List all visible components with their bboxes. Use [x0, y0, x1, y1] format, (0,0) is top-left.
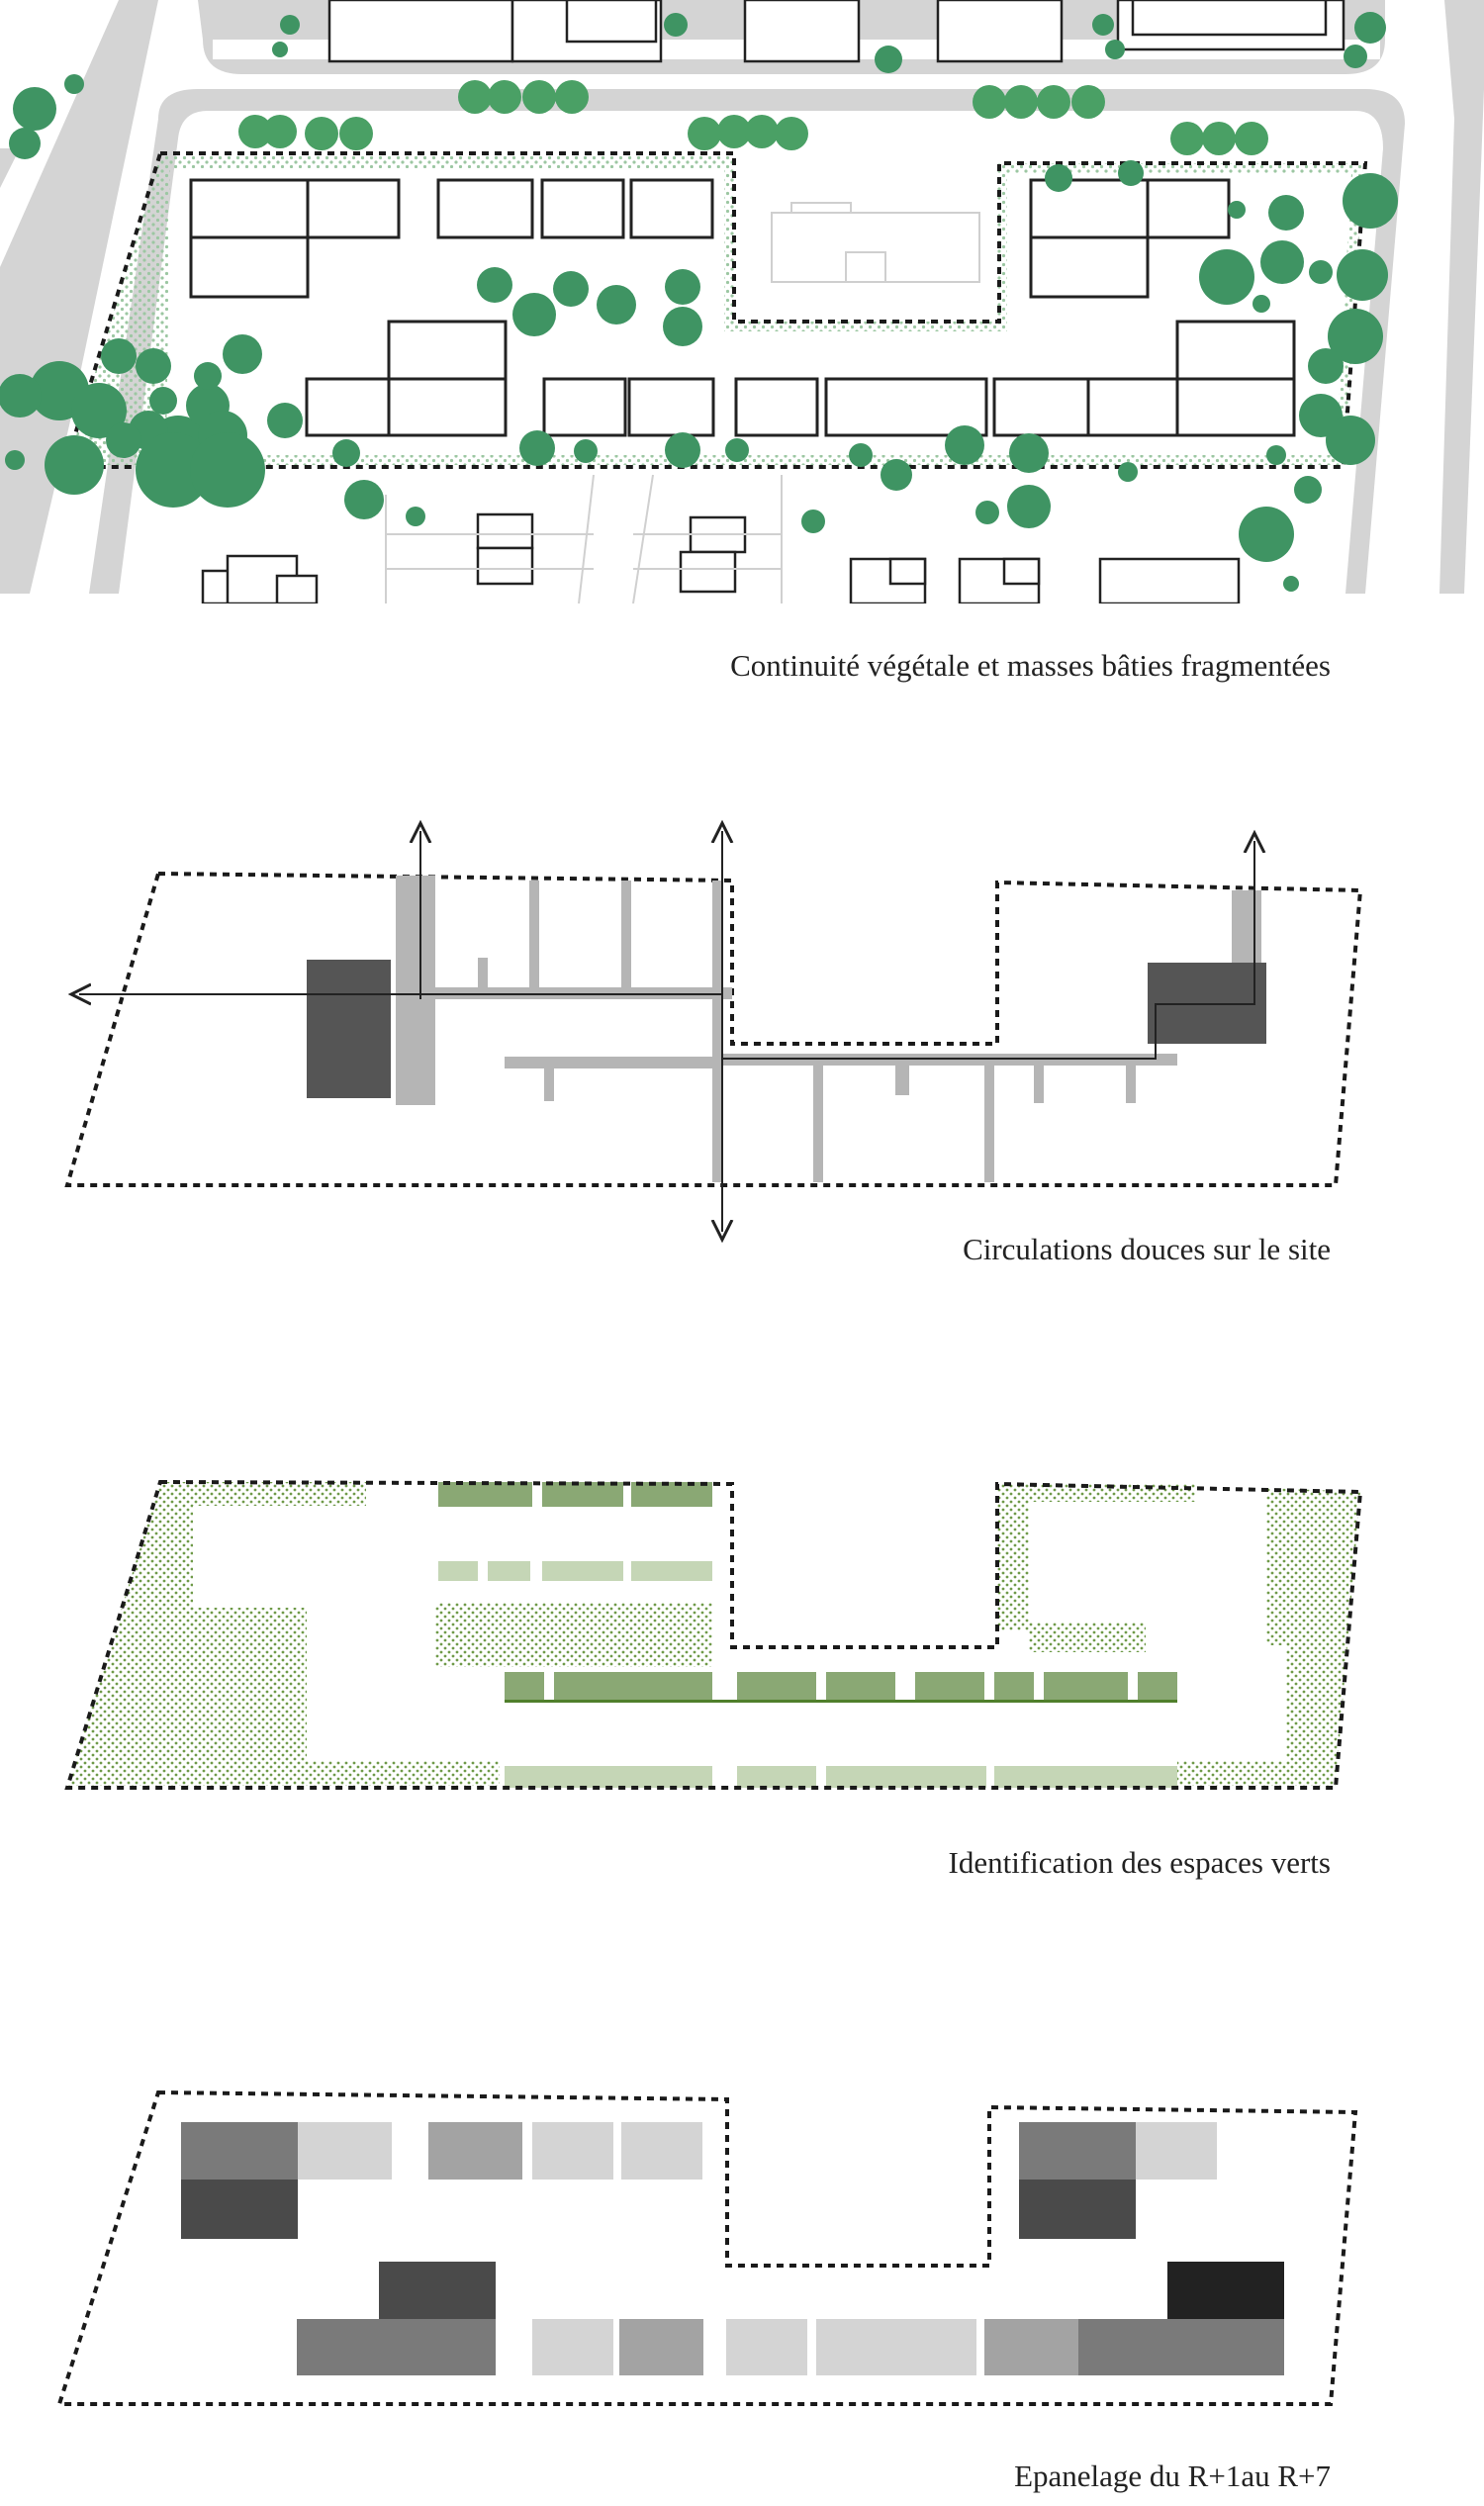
trees [0, 12, 1398, 592]
site-boundary [64, 871, 1363, 1187]
caption-green: Identification des espaces verts [948, 1845, 1332, 1880]
green-spaces-panel: Identification des espaces verts [0, 1464, 1484, 1919]
caption-heights: Epanelage du R+1au R+7 [1014, 2459, 1331, 2493]
circulation-panel: Circulations douces sur le site [0, 811, 1484, 1266]
circulation-diagram [64, 811, 1363, 1266]
site-boundary [62, 151, 1368, 469]
heights-diagram [56, 2089, 1358, 2406]
neighbor-buildings [201, 0, 1345, 603]
heights-panel: Epanelage du R+1au R+7 [0, 2078, 1484, 2506]
site-plan-diagram [0, 0, 1484, 603]
parcel-lines [385, 474, 783, 603]
building-blocks [189, 178, 1296, 437]
site-plan-panel: Continuité végétale et masses bâties fra… [0, 0, 1484, 683]
height-blocks [181, 2122, 1284, 2375]
existing-building [771, 202, 980, 283]
pedestrian-paths [396, 876, 1261, 1182]
caption-circulation: Circulations douces sur le site [963, 1232, 1331, 1266]
green-spaces-diagram [64, 1479, 1363, 1790]
green-roofs [438, 1482, 1177, 1788]
site-boundary [64, 1479, 1363, 1790]
buildings-dark [307, 960, 1266, 1098]
tree-rows [238, 80, 1268, 155]
caption-plan: Continuité végétale et masses bâties fra… [730, 648, 1331, 683]
green-areas [67, 1482, 1360, 1786]
main-routes [79, 831, 1254, 1232]
